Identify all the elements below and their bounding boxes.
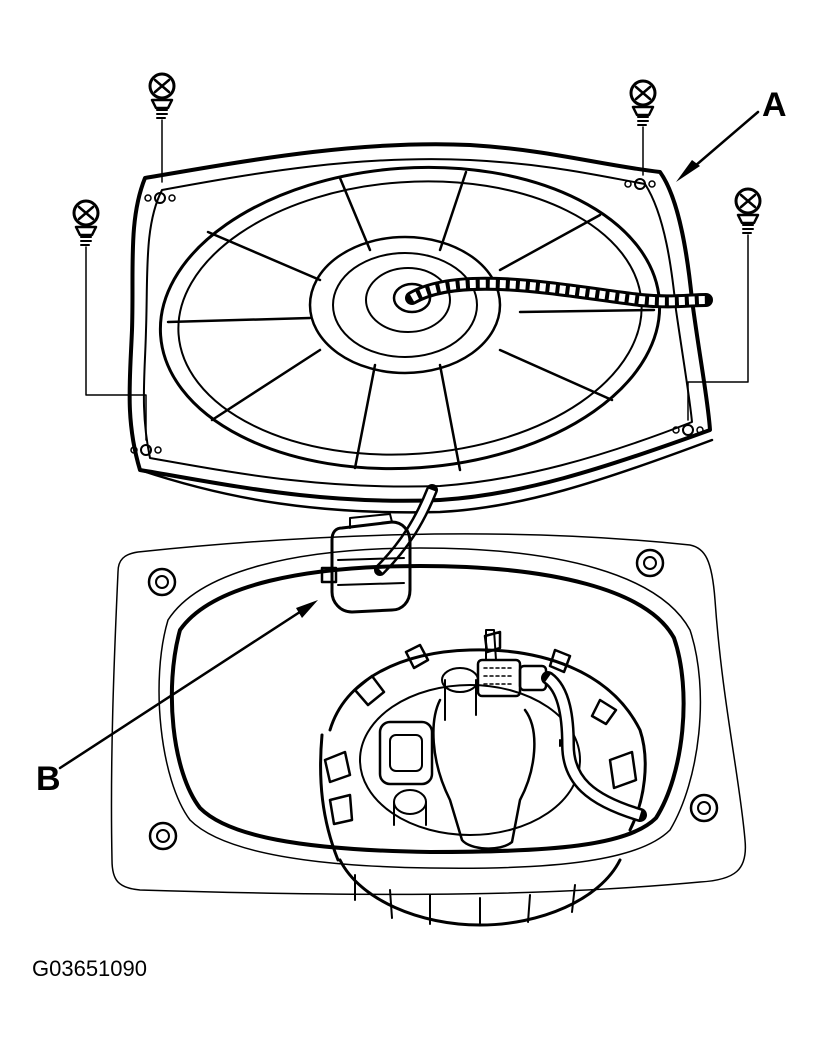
callout-a: A xyxy=(676,86,787,182)
nut-top-right xyxy=(635,548,665,578)
nut-top-left xyxy=(147,567,177,597)
screw-right xyxy=(687,187,762,421)
fuel-pump-assembly xyxy=(319,629,647,927)
screw-left xyxy=(72,199,147,441)
bolt-hole-bottom-right xyxy=(672,424,704,436)
bolt-hole-top-right xyxy=(624,178,656,190)
pump-electrical-socket xyxy=(378,720,434,786)
figure-code: G03651090 xyxy=(32,956,147,981)
callout-a-label: A xyxy=(762,86,787,124)
tank-access-opening xyxy=(110,533,747,896)
screw-top-left xyxy=(148,72,176,183)
access-cover-plate xyxy=(127,142,714,576)
bolt-hole-top-left xyxy=(144,192,176,204)
callout-b: B xyxy=(36,600,318,798)
callout-b-label: B xyxy=(36,760,61,798)
harness-connector xyxy=(320,513,412,614)
nut-bottom-left xyxy=(148,821,178,851)
nut-bottom-right xyxy=(689,793,719,823)
bolt-hole-bottom-left xyxy=(130,444,162,456)
screw-top-right xyxy=(629,79,657,176)
